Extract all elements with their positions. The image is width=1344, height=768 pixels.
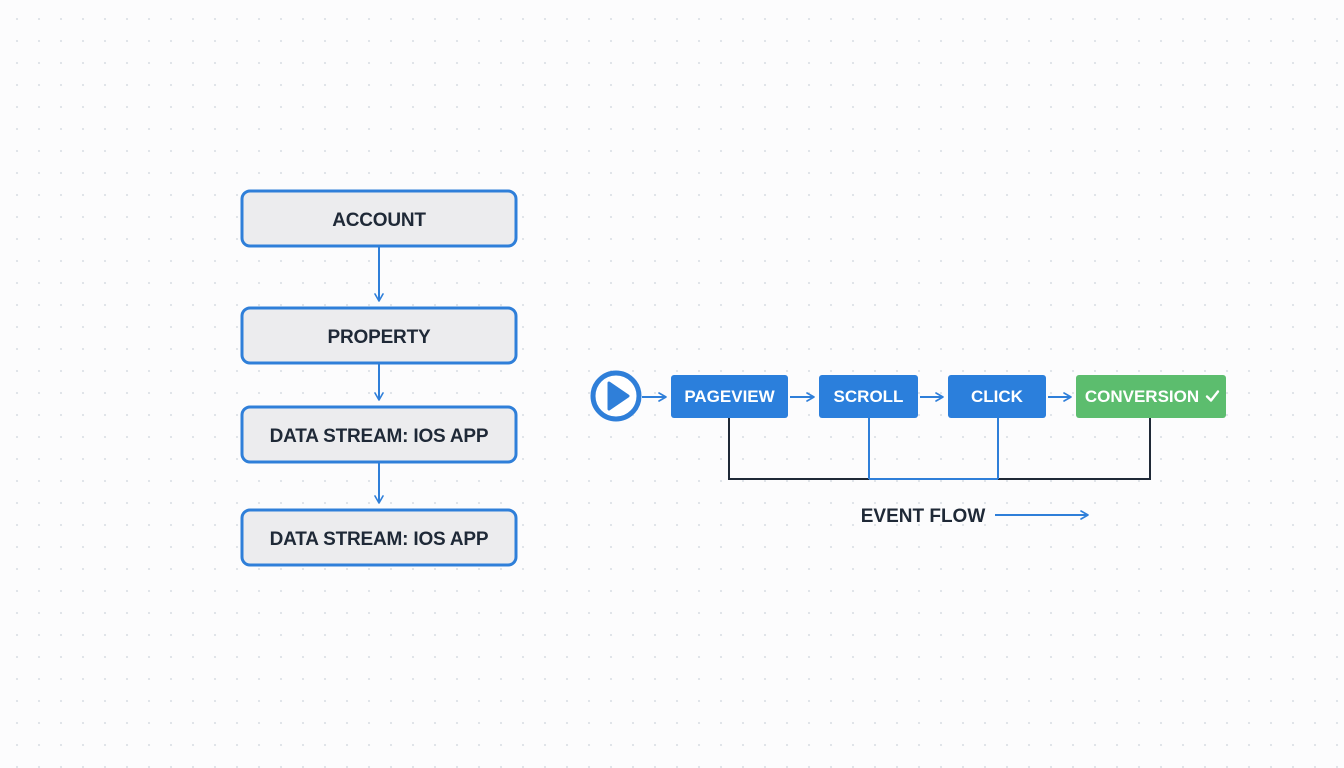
hierarchy-node-label: DATA STREAM: IOS APP <box>270 426 489 447</box>
event-step-conversion[interactable]: CONVERSION <box>1076 375 1226 418</box>
event-step-pageview[interactable]: PAGEVIEW <box>671 375 788 418</box>
check-icon <box>1205 390 1220 402</box>
event-flow-caption: EVENT FLOW <box>861 506 986 527</box>
event-step-label: CONVERSION <box>1085 387 1199 406</box>
event-step-label: CLICK <box>971 387 1024 406</box>
hierarchy-node-data-stream[interactable]: DATA STREAM: IOS APP <box>240 508 518 567</box>
play-icon[interactable] <box>590 370 642 422</box>
hierarchy-node-data-stream[interactable]: DATA STREAM: IOS APP <box>240 405 518 464</box>
hierarchy-node-account[interactable]: ACCOUNT <box>240 189 518 248</box>
event-step-scroll[interactable]: SCROLL <box>819 375 918 418</box>
hierarchy-node-label: ACCOUNT <box>332 210 426 231</box>
flow-bracket <box>728 418 1151 480</box>
hierarchy-diagram: ACCOUNT PROPERTY DATA STREAM: IOS APP DA… <box>240 189 518 567</box>
event-step-label: PAGEVIEW <box>684 387 775 406</box>
hierarchy-node-label: PROPERTY <box>328 327 431 348</box>
hierarchy-node-label: DATA STREAM: IOS APP <box>270 529 489 550</box>
hierarchy-node-property[interactable]: PROPERTY <box>240 306 518 365</box>
event-flow-diagram: PAGEVIEW SCROLL CLICK CONVERSION EVENT F… <box>590 370 1226 527</box>
event-step-click[interactable]: CLICK <box>948 375 1046 418</box>
event-step-label: SCROLL <box>834 387 904 406</box>
